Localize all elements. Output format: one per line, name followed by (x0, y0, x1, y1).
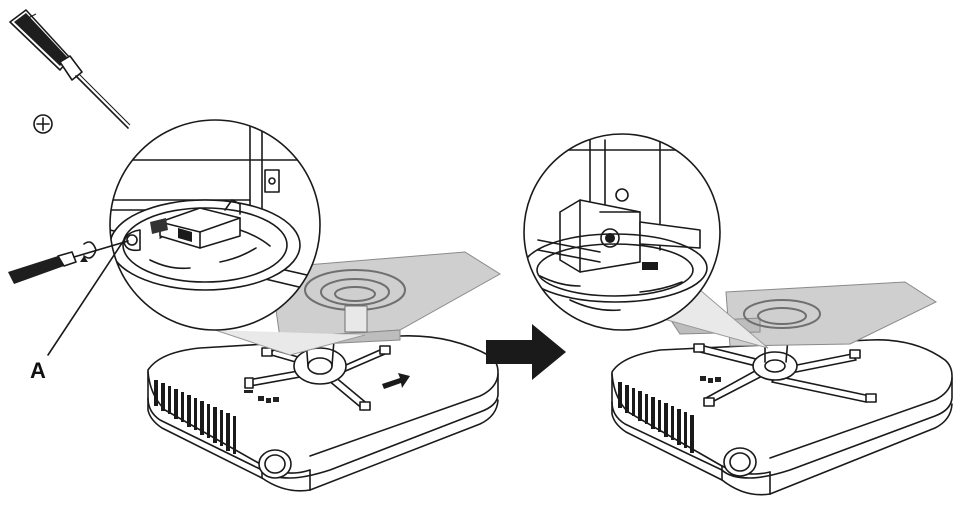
callout-a-label: A (30, 358, 46, 383)
zoom-connector-left (214, 329, 366, 356)
screwdriver-in-use-icon (8, 240, 129, 284)
callout-a: A (30, 239, 125, 383)
projector-right-logo (700, 376, 721, 383)
phillips-screwdriver-icon (9, 9, 131, 129)
projector-right-vents (618, 382, 694, 453)
projector-right (611, 339, 953, 496)
slide-arrow-icon (382, 373, 410, 389)
projector-left-vents (154, 380, 236, 454)
mounting-bracket-left (244, 336, 391, 411)
detail-magnifier-left (109, 119, 321, 331)
phillips-head-symbol-icon (33, 114, 53, 134)
projector-left (147, 335, 499, 492)
projector-left-lens (258, 449, 292, 479)
detail-magnifier-right (523, 133, 721, 331)
projector-left-logo (244, 390, 279, 403)
right-arrow-icon (486, 324, 566, 380)
projector-right-lens (723, 447, 757, 477)
mounting-bracket-right (693, 334, 877, 407)
